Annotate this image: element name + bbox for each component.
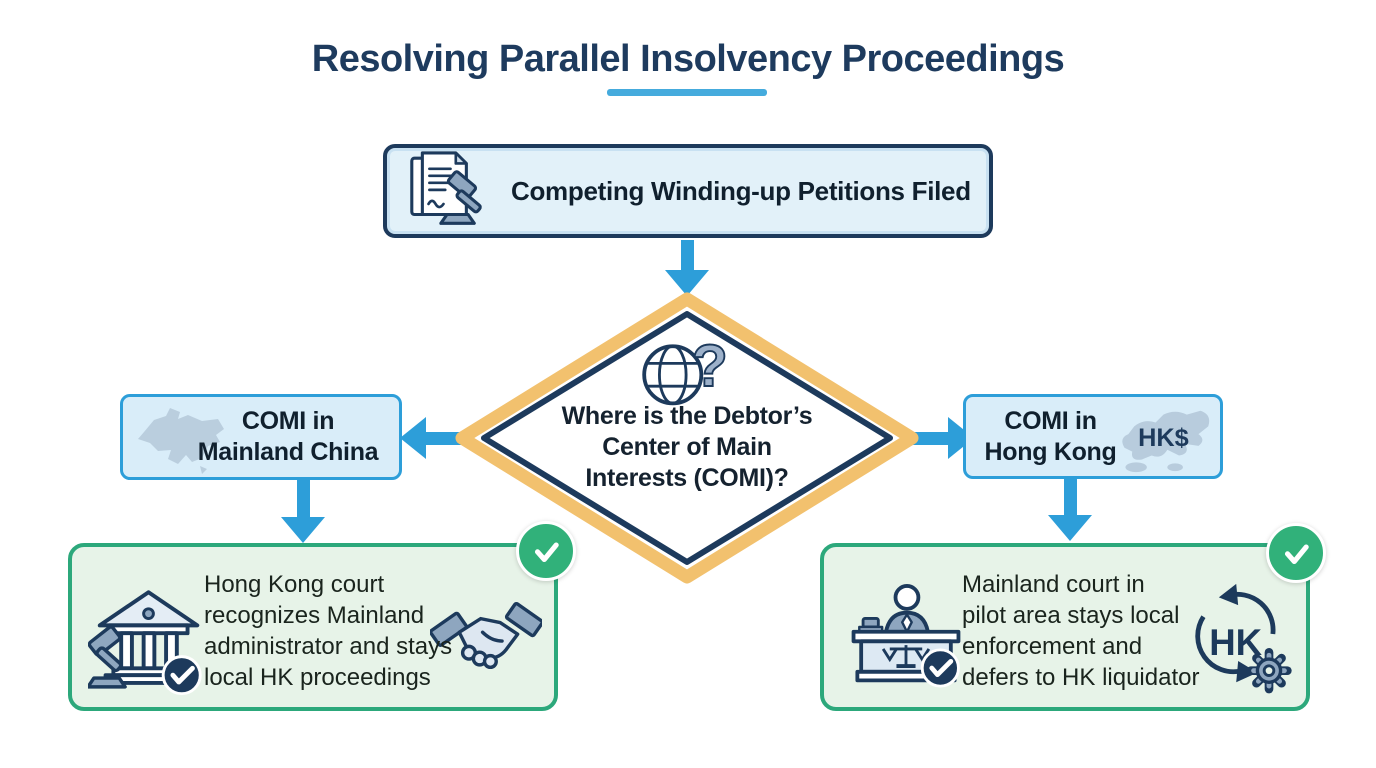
arrow-down-icon [1048, 515, 1092, 541]
title-underline [607, 89, 767, 96]
outcome-hongkong-comi: HK Mainland court in pilot area stays [820, 523, 1326, 711]
outcome-line: administrator and stays [204, 633, 453, 660]
decision-line: Where is the Debtor’s [561, 402, 813, 430]
outcome-line: pilot area stays local [962, 602, 1180, 629]
petition-gavel-icon [403, 150, 491, 232]
courthouse-gavel-check-icon [86, 585, 210, 702]
outcome-line: enforcement and [962, 633, 1143, 660]
outcome-mainland-comi: Hong Kong court recognizes Mainland admi… [68, 521, 576, 711]
arrow-mainland-to-outcome [281, 480, 325, 543]
branch-mainland-china: COMI in Mainland China [120, 394, 402, 480]
branch-line: COMI in [1004, 406, 1097, 435]
globe-question-icon: ? [640, 331, 736, 416]
handshake-icon [428, 599, 544, 690]
page-title: Resolving Parallel Insolvency Proceeding… [311, 38, 1065, 80]
start-node-label: Competing Winding-up Petitions Filed [511, 175, 971, 206]
arrow-decision-to-mainland [400, 417, 468, 459]
arrow-left-icon [400, 417, 426, 459]
decision-diamond [455, 292, 919, 584]
outcome-line: defers to HK liquidator [962, 664, 1200, 691]
judge-desk-check-icon [844, 581, 968, 698]
arrow-hongkong-to-outcome [1048, 478, 1092, 541]
arrow-stem [296, 480, 310, 517]
arrow-start-to-decision [665, 240, 709, 296]
outcome-line: recognizes Mainland [204, 602, 425, 629]
arrow-down-icon [281, 517, 325, 543]
hk-transfer-gear-icon: HK [1188, 575, 1296, 700]
decision-line: Interests (COMI)? [585, 464, 789, 492]
branch-mainland-label: COMI in Mainland China [183, 406, 393, 468]
branch-line: COMI in [241, 407, 335, 435]
branch-line: Hong Kong [984, 437, 1117, 466]
decision-question: Where is the Debtor’s Center of Main Int… [536, 401, 838, 494]
arrow-stem [1063, 478, 1077, 515]
outcome-line: Mainland court in [962, 571, 1145, 598]
hong-kong-map-icon: HK$ [1105, 401, 1217, 482]
branch-hong-kong: HK$ COMI in Hong Kong [963, 394, 1223, 479]
outcome-hongkong-text: Mainland court in pilot area stays local… [962, 569, 1272, 693]
arrow-stem [908, 431, 948, 445]
hk-dollar-label: HK$ [1138, 424, 1189, 452]
start-node: Competing Winding-up Petitions Filed [383, 144, 993, 238]
outcome-line: Hong Kong court [204, 571, 385, 598]
arrow-stem [680, 240, 694, 270]
branch-hongkong-label: COMI in Hong Kong [968, 406, 1133, 468]
branch-line: Mainland China [197, 438, 379, 466]
outcome-line: local HK proceedings [204, 664, 431, 691]
arrow-down-icon [665, 270, 709, 296]
outcome-mainland-text: Hong Kong court recognizes Mainland admi… [204, 569, 504, 693]
check-badge-icon [1266, 523, 1326, 583]
svg-text:?: ? [692, 333, 728, 399]
decision-line: Center of Main [602, 433, 772, 461]
check-badge-icon [516, 521, 576, 581]
china-map-icon [129, 404, 231, 479]
